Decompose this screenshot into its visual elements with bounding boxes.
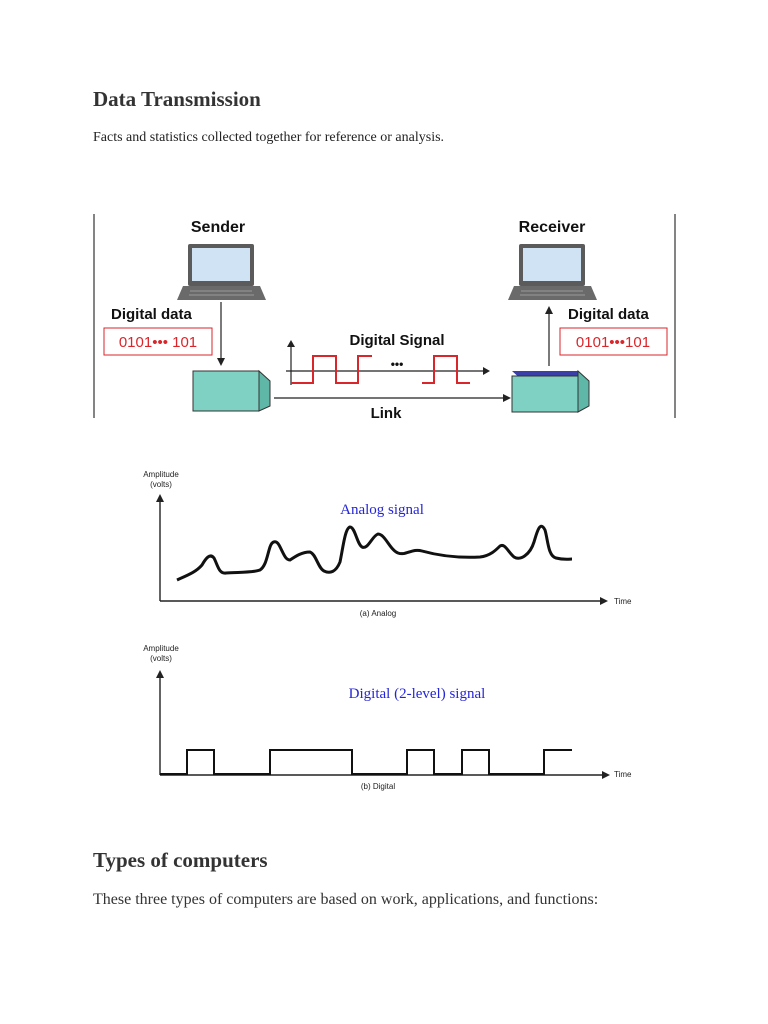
digital-x-label: Time — [614, 770, 632, 779]
analog-x-label: Time — [614, 597, 632, 606]
section-title-types-of-computers: Types of computers — [93, 848, 268, 872]
digital-data-label-left: Digital data — [111, 306, 193, 323]
digital-y-label-2: (volts) — [150, 654, 172, 663]
section-types-text: These three types of computers are based… — [93, 891, 599, 908]
section-intro-text: Facts and statistics collected together … — [93, 130, 445, 145]
signal-dots: ••• — [391, 357, 404, 371]
digital-caption: (b) Digital — [361, 782, 395, 791]
analog-signal-title: Analog signal — [340, 502, 424, 518]
analog-y-label-2: (volts) — [150, 480, 172, 489]
data-box-left — [103, 327, 213, 356]
digital-signal-label: Digital Signal — [349, 332, 444, 349]
analog-y-label-1: Amplitude — [143, 470, 179, 479]
analog-caption: (a) Analog — [360, 609, 396, 618]
receiver-label: Receiver — [519, 219, 586, 236]
data-bits-left: 0101••• 101 — [119, 334, 197, 351]
digital-wave — [160, 749, 572, 775]
digital-signal-title: Digital (2-level) signal — [349, 686, 486, 702]
digital-data-label-right: Digital data — [568, 306, 650, 323]
sender-label: Sender — [191, 219, 245, 236]
data-box-right — [559, 327, 668, 356]
data-bits-right: 0101•••101 — [576, 334, 650, 351]
analog-digital-signal-diagram: Amplitude (volts) Time Analog signal (a)… — [143, 470, 632, 791]
signal-wave-right — [422, 355, 470, 384]
receiver-laptop-icon — [508, 244, 597, 300]
section-title-data-transmission: Data Transmission — [93, 87, 261, 111]
data-transmission-diagram: Sender Receiver Digital data Digital dat… — [93, 214, 676, 420]
sender-modem-icon — [192, 369, 271, 412]
digital-y-label-1: Amplitude — [143, 644, 179, 653]
sender-laptop-icon — [177, 244, 266, 300]
analog-wave — [176, 524, 573, 582]
receiver-modem-icon — [511, 369, 590, 413]
signal-wave-left — [291, 355, 372, 384]
link-label: Link — [371, 405, 402, 420]
